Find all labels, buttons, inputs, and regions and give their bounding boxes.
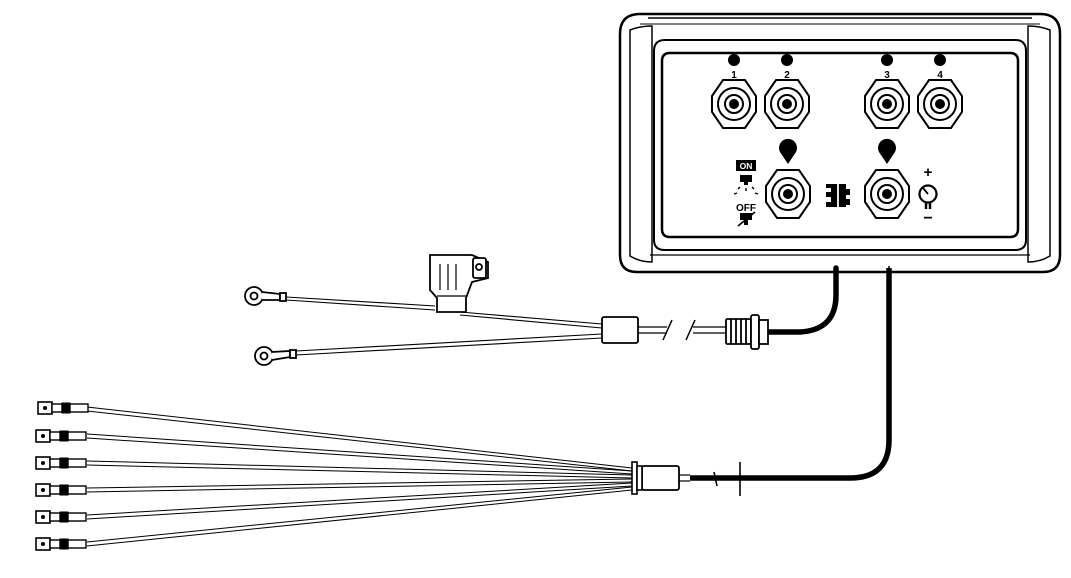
led-indicator-3 [881,54,893,66]
port-label-1: 1 [731,70,737,81]
led-indicator-2 [781,54,793,66]
port-marker-right [878,138,896,164]
spade-terminal-icon [35,456,87,470]
sensor-cable [690,268,892,481]
ring-terminal-icon [254,346,297,366]
port-fitting-1 [711,79,757,129]
power-leads [285,296,603,356]
off-label: OFF [736,203,756,214]
sensor-harness-sleeve [641,465,680,491]
port-fitting-3 [864,79,910,129]
power-harness [601,316,726,344]
gauge-icon [918,184,938,209]
plus-sign: + [924,164,933,181]
switch-on-indicator: ON [733,160,759,195]
port-fitting-2 [764,79,810,129]
spade-terminal-icon [35,483,87,497]
control-box [618,12,1062,274]
power-plug-connector [725,314,769,350]
spade-terminal-icon [35,429,87,443]
port-fitting-4 [917,79,963,129]
port-fitting-gauge [864,169,910,219]
port-fitting-supply [765,169,811,219]
port-label-3: 3 [884,70,890,81]
spade-terminal-icon [35,510,87,524]
sensor-leads [86,406,633,547]
pressure-adjust: + − [918,164,938,227]
port-label-2: 2 [784,70,790,81]
port-label-4: 4 [937,70,943,81]
switch-off-indicator: OFF [736,203,756,227]
switch-icon [740,175,752,182]
power-cable [764,265,839,335]
sensor-harness [631,461,741,496]
fuse-holder-icon [429,254,489,313]
on-label: ON [740,161,753,171]
ring-terminal-icon [244,286,287,306]
spade-terminal-icon [35,537,87,551]
spade-terminal-icon [37,401,89,415]
power-harness-sleeve [601,316,639,344]
led-indicator-1 [728,54,740,66]
led-indicator-4 [934,54,946,66]
port-marker-left [779,138,797,164]
minus-sign: − [923,210,932,227]
